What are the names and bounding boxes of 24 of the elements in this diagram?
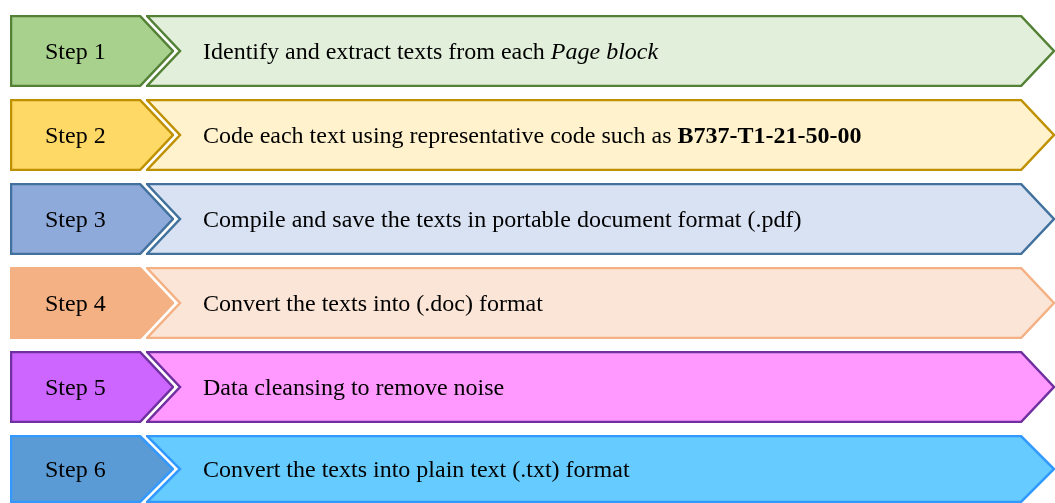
- step-description: Code each text using representative code such as B737-T1-21-50-00: [203, 123, 862, 147]
- step-chevron: [146, 99, 1055, 171]
- step-pentagon: [10, 267, 174, 339]
- step-label: Step 6: [45, 457, 106, 481]
- step-chevron: [146, 351, 1055, 423]
- step-label: Step 1: [45, 39, 106, 63]
- step-description: Data cleansing to remove noise: [203, 375, 505, 399]
- step-description: Convert the texts into (.doc) format: [203, 291, 543, 315]
- step-chevron: [146, 183, 1055, 255]
- step-chevron: [146, 267, 1055, 339]
- step-label: Step 2: [45, 123, 106, 147]
- step-chevron: [146, 15, 1055, 87]
- step-pentagon: [10, 351, 174, 423]
- step-label: Step 4: [45, 291, 106, 315]
- step-description: Identify and extract texts from each Page block: [203, 39, 659, 63]
- step-description: Compile and save the texts in portable document format (.pdf): [203, 207, 802, 231]
- step-description: Convert the texts into plain text (.txt) format: [203, 457, 630, 481]
- step-pentagon: [10, 15, 174, 87]
- step-label: Step 3: [45, 207, 106, 231]
- step-pentagon: [10, 435, 174, 503]
- step-chevron: [146, 435, 1055, 503]
- step-pentagon: [10, 183, 174, 255]
- step-label: Step 5: [45, 375, 106, 399]
- step-pentagon: [10, 99, 174, 171]
